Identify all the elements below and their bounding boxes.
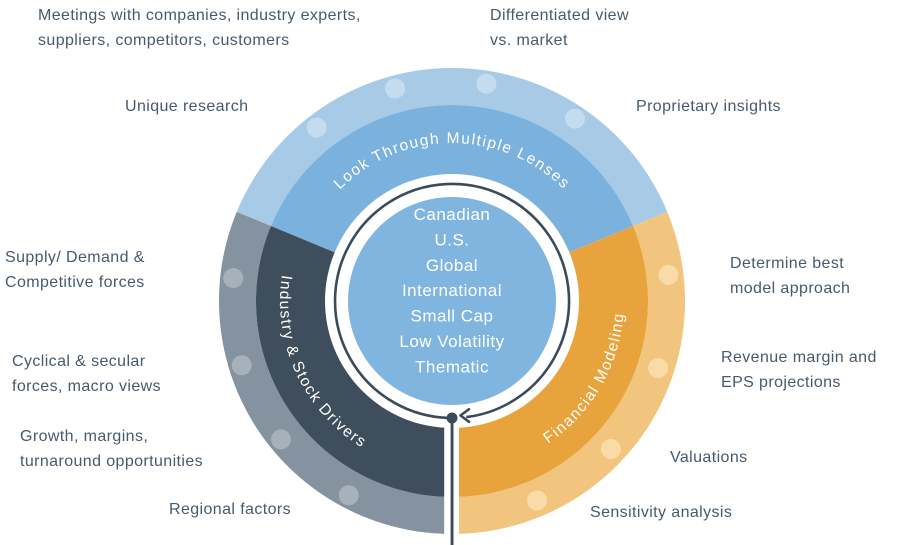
center-item: International	[402, 281, 502, 300]
dot-orange-3	[648, 358, 669, 378]
label-revenue-eps-line1: Revenue margin and	[721, 349, 877, 366]
dot-blue-2	[476, 73, 497, 94]
label-supply-demand: Supply/ Demand & Competitive forces	[5, 245, 145, 295]
center-item: Thematic	[415, 357, 489, 376]
label-valuations: Valuations	[670, 445, 748, 470]
ring-dots	[223, 73, 679, 511]
center-strategy-list: Canadian U.S. Global International Small…	[399, 205, 504, 376]
label-supply-demand-line1: Supply/ Demand &	[5, 249, 145, 266]
label-sensitivity-analysis-text: Sensitivity analysis	[590, 504, 733, 521]
label-differentiated-line2: vs. market	[490, 32, 568, 49]
center-item: U.S.	[434, 230, 469, 249]
label-cyclical-secular-line2: forces, macro views	[12, 378, 161, 395]
center-item: Low Volatility	[399, 332, 504, 351]
label-cyclical-secular-line1: Cyclical & secular	[12, 353, 146, 370]
segment-financial-inner-band	[452, 225, 649, 498]
label-growth-margins-line1: Growth, margins,	[20, 428, 149, 445]
label-revenue-eps-line2: EPS projections	[721, 374, 841, 391]
segment-industry-inner-band	[255, 225, 452, 498]
label-meetings: Meetings with companies, industry expert…	[38, 3, 361, 53]
label-determine-model: Determine best model approach	[730, 251, 850, 301]
label-determine-model-line1: Determine best	[730, 255, 845, 272]
label-proprietary-insights: Proprietary insights	[636, 94, 781, 119]
label-revenue-eps: Revenue margin and EPS projections	[721, 345, 877, 395]
dot-gray-1	[223, 268, 244, 288]
center-item: Small Cap	[411, 307, 494, 326]
label-growth-margins: Growth, margins, turnaround opportunitie…	[20, 424, 203, 474]
dot-gray-4	[338, 485, 359, 506]
dot-gray-3	[271, 429, 291, 450]
label-unique-research-text: Unique research	[125, 98, 249, 115]
label-regional-factors: Regional factors	[169, 497, 291, 522]
label-regional-factors-text: Regional factors	[169, 501, 292, 518]
segment-financial-outer-band	[452, 211, 685, 534]
dot-blue-1	[565, 108, 585, 129]
dot-blue-4	[306, 117, 327, 138]
dot-blue-3	[385, 78, 406, 99]
label-proprietary-insights-text: Proprietary insights	[636, 98, 781, 115]
segment-lenses-inner-band	[270, 104, 634, 253]
drop-line	[450, 418, 454, 545]
dot-gray-2	[231, 355, 252, 376]
label-meetings-line1: Meetings with companies, industry expert…	[38, 7, 361, 24]
center-item: Global	[426, 256, 478, 275]
label-supply-demand-line2: Competitive forces	[5, 274, 145, 291]
loop-arrowhead-icon	[459, 407, 471, 424]
dot-orange-1	[527, 490, 547, 511]
label-meetings-line2: suppliers, competitors, customers	[38, 32, 290, 49]
label-growth-margins-line2: turnaround opportunities	[20, 453, 204, 470]
center-circle	[348, 197, 556, 405]
label-differentiated: Differentiated view vs. market	[490, 3, 629, 53]
label-valuations-text: Valuations	[670, 449, 748, 466]
loop-arrow-circle	[333, 182, 571, 420]
label-determine-model-line2: model approach	[730, 280, 851, 297]
dot-orange-4	[658, 264, 679, 285]
label-cyclical-secular: Cyclical & secular forces, macro views	[12, 349, 161, 399]
label-sensitivity-analysis: Sensitivity analysis	[590, 500, 732, 525]
label-differentiated-line1: Differentiated view	[490, 7, 629, 24]
segment-lenses-outer-band	[236, 68, 668, 226]
label-unique-research: Unique research	[125, 94, 248, 119]
center-item: Canadian	[414, 205, 491, 224]
dot-orange-2	[600, 439, 621, 459]
segment-industry-outer-band	[219, 211, 452, 534]
